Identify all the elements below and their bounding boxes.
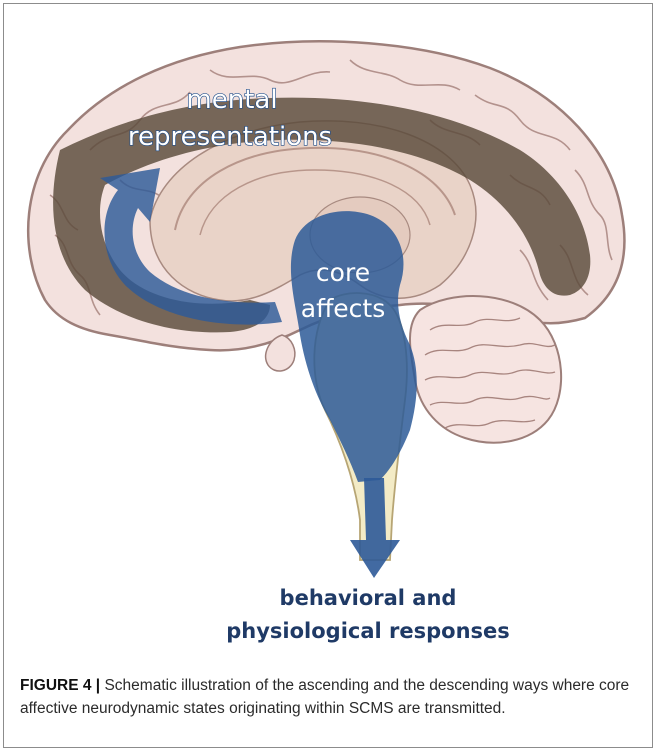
label-core: core <box>316 258 370 287</box>
core-affects-region <box>291 211 417 482</box>
caption-text: Schematic illustration of the ascending … <box>20 677 629 717</box>
label-representations: representations <box>128 122 332 152</box>
figure-caption: FIGURE 4 | Schematic illustration of the… <box>20 674 632 720</box>
caption-label: FIGURE 4 | <box>20 677 100 694</box>
label-behavioral: behavioral and <box>280 586 457 610</box>
label-physiological: physiological responses <box>226 619 510 643</box>
label-mental: mental <box>186 85 277 115</box>
label-affects: affects <box>301 294 386 323</box>
brain-diagram: mental representations core affects beha… <box>0 0 657 670</box>
cerebellum <box>410 296 561 443</box>
